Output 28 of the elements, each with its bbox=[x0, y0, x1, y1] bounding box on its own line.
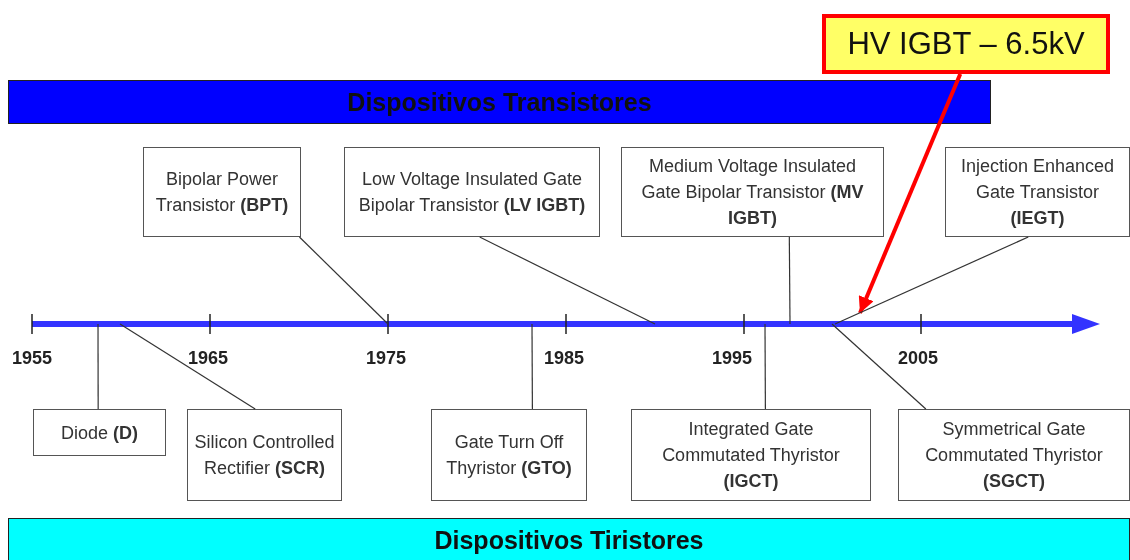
year-label: 1985 bbox=[544, 348, 585, 369]
year-label: 1995 bbox=[712, 348, 753, 369]
callout-box: HV IGBT – 6.5kV bbox=[822, 14, 1110, 74]
device-box: Silicon Controlled Rectifier (SCR) bbox=[187, 409, 342, 501]
arrow bbox=[858, 73, 963, 314]
device-box: Diode (D) bbox=[33, 409, 166, 456]
leader-line bbox=[764, 323, 766, 410]
year-label: 1965 bbox=[188, 348, 229, 369]
category-band: Dispositivos Transistores bbox=[8, 80, 991, 124]
year-label: 2005 bbox=[898, 348, 939, 369]
device-box: Low Voltage Insulated Gate Bipolar Transistor (LV IGBT) bbox=[344, 147, 600, 237]
device-box: Bipolar Power Transistor (BPT) bbox=[143, 147, 301, 237]
year-label: 1955 bbox=[12, 348, 53, 369]
leader-line bbox=[97, 323, 99, 410]
device-box: Integrated Gate Commutated Thyristor (IGCT) bbox=[631, 409, 871, 501]
leader-line bbox=[119, 323, 256, 410]
leader-line bbox=[834, 236, 1029, 325]
device-box: Symmetrical Gate Commutated Thyristor (SGCT) bbox=[898, 409, 1130, 501]
category-band: Dispositivos Tiristores bbox=[8, 518, 1130, 560]
leader-line bbox=[479, 236, 656, 325]
leader-line bbox=[831, 323, 927, 410]
leader-line bbox=[788, 236, 791, 325]
leader-line bbox=[298, 236, 389, 325]
device-box: Medium Voltage Insulated Gate Bipolar Transistor (MV IGBT) bbox=[621, 147, 884, 237]
year-label: 1975 bbox=[366, 348, 407, 369]
leader-line bbox=[531, 323, 533, 410]
device-box: Injection Enhanced Gate Transistor (IEGT) bbox=[945, 147, 1130, 237]
device-box: Gate Turn Off Thyristor (GTO) bbox=[431, 409, 587, 501]
